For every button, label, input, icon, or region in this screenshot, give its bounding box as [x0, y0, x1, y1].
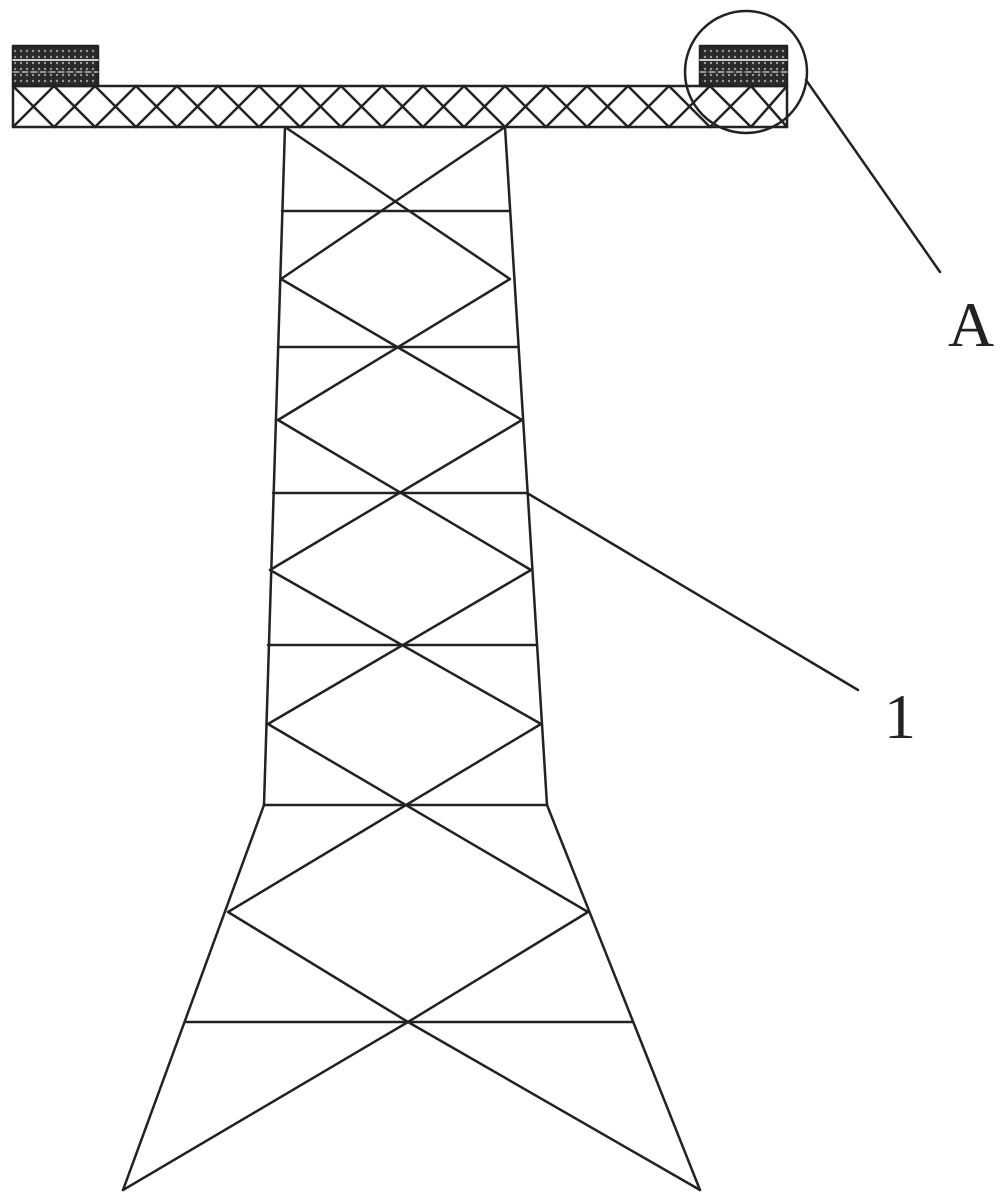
detail-label: A	[948, 289, 994, 360]
lattice-bar	[421, 84, 466, 129]
detail-circle	[683, 9, 809, 135]
lattice-bar	[11, 84, 56, 129]
brace	[226, 722, 702, 1192]
right-leg-lower	[545, 803, 702, 1192]
brace	[121, 722, 590, 1192]
lattice-bar	[298, 84, 343, 129]
tower-leader-line	[525, 491, 860, 692]
lattice-bar	[52, 84, 97, 129]
detail-leader-line	[804, 78, 942, 274]
lattice-bar	[585, 84, 630, 129]
lattice-bar	[380, 84, 425, 129]
lattice-bar	[544, 84, 589, 129]
right-leg-upper	[503, 125, 549, 807]
lattice-bar	[626, 84, 671, 129]
cross-arm-outline	[11, 84, 789, 129]
left-leg-upper	[262, 125, 287, 807]
tower-body	[121, 125, 702, 1192]
lattice-bar	[503, 84, 548, 129]
lattice-bar	[257, 84, 302, 129]
brace	[268, 418, 543, 726]
cross-arm	[11, 84, 789, 129]
lattice-bar	[749, 84, 789, 129]
right-pad	[698, 44, 789, 88]
lattice-bar	[216, 84, 261, 129]
lattice-bar	[175, 84, 220, 129]
lattice-bar	[339, 84, 384, 129]
left-pad	[11, 44, 100, 88]
left-leg-lower	[121, 803, 266, 1192]
lattice-bar	[462, 84, 507, 129]
lattice-bar	[667, 84, 712, 129]
lattice-bar	[134, 84, 179, 129]
brace	[276, 125, 512, 422]
part-label: 1	[884, 681, 916, 752]
cross-arm-lattice	[11, 84, 789, 129]
brace	[266, 418, 533, 726]
lattice-bar	[93, 84, 138, 129]
brace	[279, 125, 524, 422]
lattice-bar	[708, 84, 753, 129]
